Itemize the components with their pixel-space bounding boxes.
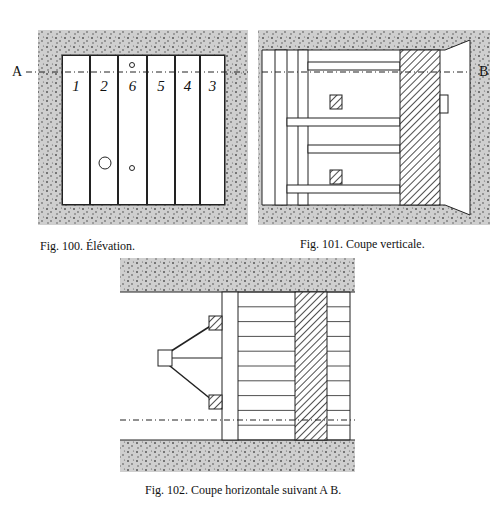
- figure-caption: Fig. 102. Coupe horizontale suivant A B.: [145, 484, 341, 497]
- section-line: [262, 72, 470, 73]
- strut: [287, 118, 400, 126]
- figure-caption: Fig. 101. Coupe verticale.: [300, 238, 425, 251]
- bolt-hole: [130, 63, 135, 68]
- horizontal-section-figure: [120, 258, 355, 472]
- plank-number: 6: [119, 78, 146, 95]
- plank: 3: [200, 55, 225, 205]
- gallery-cavity: [262, 40, 470, 215]
- wedge-block: [330, 170, 342, 184]
- gallery-opening: [62, 55, 225, 205]
- rock-wall: [120, 440, 355, 472]
- plank-number: 2: [91, 78, 117, 95]
- rock-wall: [120, 258, 355, 292]
- strut: [165, 362, 212, 400]
- plank-number: 4: [176, 78, 199, 95]
- section-letter: A: [12, 64, 22, 79]
- bolt-hole: [99, 157, 111, 169]
- section-letter: B: [479, 64, 488, 79]
- post: [298, 50, 308, 205]
- rock-frame: [258, 30, 490, 225]
- plank: 1: [62, 55, 90, 205]
- wedge-block: [209, 395, 222, 409]
- vertical-section-figure: [258, 30, 490, 225]
- plank: 2: [90, 55, 118, 205]
- cleat: [440, 95, 448, 113]
- plank-number: 3: [201, 78, 224, 95]
- plank-number: 5: [148, 78, 174, 95]
- post: [275, 50, 287, 205]
- post: [158, 350, 172, 366]
- elevation-figure: [26, 30, 248, 225]
- waling-board: [222, 292, 238, 440]
- plank: 4: [175, 55, 200, 205]
- section-line: [26, 72, 248, 73]
- bolt-hole: [130, 166, 135, 171]
- rock-frame: [38, 30, 248, 225]
- strut: [172, 357, 222, 358]
- plank: 6: [118, 55, 147, 205]
- planking-section: [400, 50, 440, 205]
- strut: [308, 145, 400, 153]
- figure-caption: Fig. 100. Élévation.: [40, 240, 135, 253]
- wedge-block: [209, 316, 222, 330]
- strut: [308, 62, 400, 70]
- plank-stack: [238, 292, 350, 440]
- wedge-block: [330, 95, 342, 109]
- plank: 5: [147, 55, 175, 205]
- strut: [287, 185, 400, 193]
- planking-section: [295, 292, 327, 440]
- plank-number: 1: [63, 78, 89, 95]
- section-line: [120, 420, 355, 421]
